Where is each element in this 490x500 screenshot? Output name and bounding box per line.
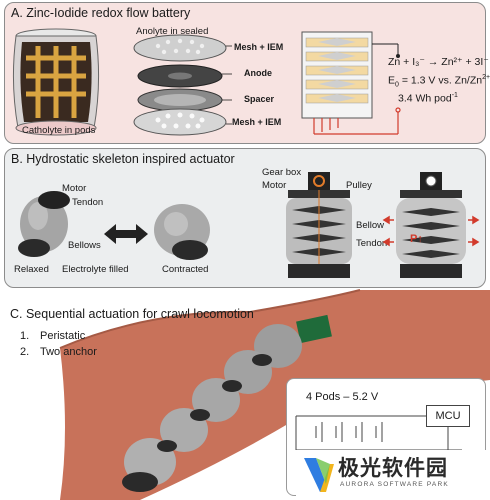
motor-label: Motor (62, 183, 87, 194)
contracted-label: Contracted (162, 264, 209, 275)
contracted-actuator (154, 204, 210, 260)
panel-a-title: A. Zinc-Iodide redox flow battery (11, 6, 191, 20)
tendon-label-2: Tendon (356, 238, 388, 249)
pulley-label: Pulley (346, 180, 372, 191)
standard-potential: E0 = 1.3 V vs. Zn/Zn2+ (388, 74, 490, 89)
tendon-label: Tendon (72, 197, 104, 208)
anolyte-label: Anolyte in sealed (136, 26, 209, 37)
double-arrow (104, 224, 148, 244)
actuator-cross-section-relaxed (286, 172, 352, 278)
electrolyte-filled-label: Electrolyte filled (62, 264, 129, 275)
relaxed-actuator (18, 191, 70, 257)
panel-c-title: C. Sequential actuation for crawl locomo… (10, 307, 254, 321)
anode-label: Anode (244, 68, 272, 78)
mcu-box: MCU (426, 405, 470, 427)
crawling-robot-pods (122, 314, 332, 492)
panel-b-title: B. Hydrostatic skeleton inspired actuato… (11, 152, 235, 166)
bellows-label: Bellows (68, 240, 101, 251)
mesh-iem-bottom-label: Mesh + IEM (232, 117, 282, 127)
bellow-label: Bellow (356, 220, 384, 231)
pods-voltage-label: 4 Pods – 5.2 V (306, 391, 379, 403)
actuator-cross-section-pressurized (382, 172, 480, 278)
list-item-peristatic: 1.Peristatic (20, 330, 86, 342)
mesh-iem-top-label: Mesh + IEM (234, 42, 284, 52)
redox-reaction: Zn + I₃⁻ → Zn²⁺ + 3I⁻ (388, 56, 489, 68)
spacer-label: Spacer (244, 94, 275, 104)
cell-schematic (301, 31, 401, 135)
exploded-cell-stack (133, 34, 232, 136)
energy-per-pod: 3.4 Wh pod-1 (398, 92, 458, 105)
aurora-logo-icon (304, 458, 334, 492)
watermark-title: 极光软件园 (338, 457, 448, 480)
list-item-two-anchor: 2.Two anchor (20, 346, 97, 358)
watermark-subtitle: AURORA SOFTWARE PARK (340, 481, 449, 488)
relaxed-label: Relaxed (14, 264, 49, 275)
battery-pod-illustration (12, 28, 100, 136)
gear-box-label: Gear box (262, 167, 302, 178)
catholyte-label: Catholyte in pods (22, 125, 96, 136)
pressure-label: P↑ (410, 233, 423, 245)
motor-label-2: Motor (262, 180, 287, 191)
